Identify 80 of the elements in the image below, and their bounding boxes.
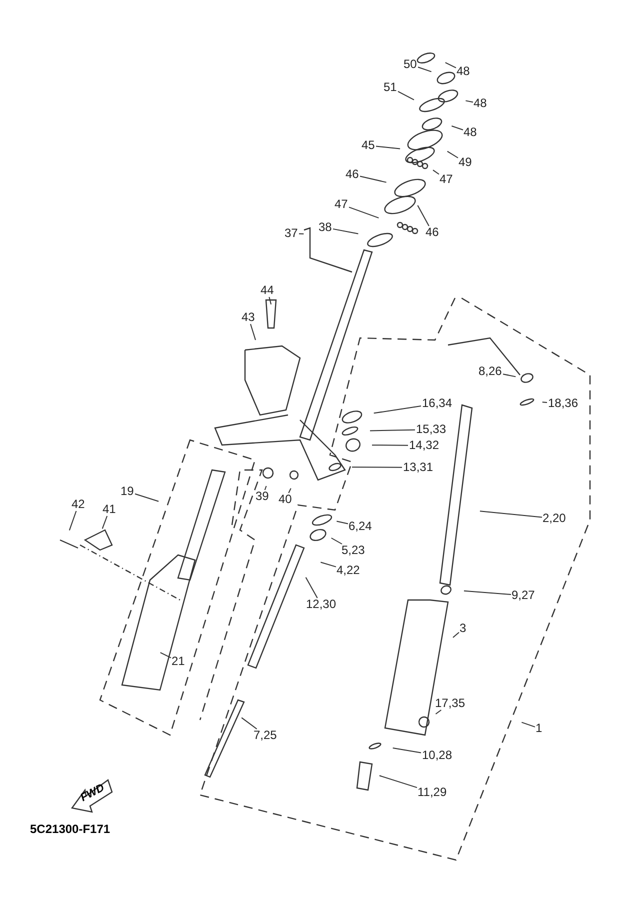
callout-number: 21 bbox=[170, 655, 186, 668]
callout-number: 48 bbox=[456, 65, 471, 78]
leader-line bbox=[432, 170, 440, 175]
leader-line bbox=[452, 632, 460, 638]
leader-line bbox=[68, 510, 77, 531]
callout-number: 40 bbox=[278, 493, 293, 506]
callout-number: 4,22 bbox=[336, 564, 361, 577]
callout-number: 17,35 bbox=[434, 697, 466, 710]
leader-line bbox=[502, 374, 516, 378]
callout-number: 1 bbox=[534, 722, 544, 735]
callout-number: 44 bbox=[260, 284, 275, 297]
callout-number: 8,26 bbox=[478, 365, 503, 378]
leader-line bbox=[463, 590, 512, 596]
callout-number: 2,20 bbox=[542, 512, 567, 525]
leader-line bbox=[392, 748, 422, 754]
callout-number: 14,32 bbox=[408, 439, 440, 452]
leader-line bbox=[250, 324, 256, 340]
leader-line bbox=[446, 150, 458, 158]
leader-line bbox=[378, 775, 418, 788]
callout-number: 16,34 bbox=[421, 397, 454, 410]
leader-line bbox=[298, 233, 304, 234]
leader-line bbox=[521, 722, 536, 728]
callout-number: 10,28 bbox=[421, 749, 454, 762]
leader-line bbox=[376, 146, 401, 150]
leader-line bbox=[360, 176, 387, 183]
callout-number: 6,24 bbox=[348, 520, 373, 533]
callout-number: 13,31 bbox=[402, 461, 434, 474]
leader-line bbox=[264, 486, 267, 490]
leader-line bbox=[241, 717, 258, 730]
leader-line bbox=[332, 228, 359, 234]
leader-line bbox=[336, 520, 348, 524]
leader-line bbox=[479, 510, 542, 518]
leader-line bbox=[134, 493, 160, 502]
callout-number: 43 bbox=[240, 311, 256, 324]
callout-number: 7,25 bbox=[252, 729, 278, 742]
callout-number: 39 bbox=[254, 490, 270, 503]
callout-number: 38 bbox=[318, 221, 333, 234]
callout-number: 47 bbox=[334, 198, 349, 211]
leader-line bbox=[444, 62, 456, 68]
leader-line bbox=[542, 402, 548, 403]
callout-number: 18,36 bbox=[547, 397, 580, 410]
callout-number: 46 bbox=[424, 226, 440, 239]
callout-number: 49 bbox=[458, 156, 473, 169]
leader-line bbox=[373, 405, 422, 414]
leader-line bbox=[268, 296, 272, 305]
callout-number: 42 bbox=[70, 498, 86, 511]
leader-line bbox=[435, 710, 442, 714]
leader-line bbox=[465, 100, 474, 103]
callout-number: 3 bbox=[458, 622, 468, 635]
callout-number: 12,30 bbox=[305, 598, 338, 611]
callout-number: 5,23 bbox=[340, 544, 366, 557]
callout-number: 19 bbox=[120, 485, 135, 498]
leader-line bbox=[320, 562, 336, 568]
callout-number: 37 bbox=[284, 227, 299, 240]
callout-number: 11,29 bbox=[416, 786, 448, 799]
leader-line bbox=[160, 652, 172, 658]
callout-number: 47 bbox=[438, 173, 454, 186]
leader-line bbox=[418, 66, 432, 72]
leader-line bbox=[348, 206, 380, 218]
leader-line bbox=[288, 488, 292, 494]
leader-line bbox=[370, 429, 416, 432]
leader-line bbox=[102, 516, 108, 530]
callout-number: 50 bbox=[402, 58, 418, 71]
callout-number: 46 bbox=[344, 168, 360, 181]
leader-line bbox=[372, 444, 408, 446]
callout-number: 9,27 bbox=[510, 589, 536, 602]
callout-number: 45 bbox=[360, 139, 376, 152]
leader-line bbox=[305, 576, 318, 598]
leader-line bbox=[398, 90, 414, 100]
leader-line bbox=[352, 466, 402, 468]
callout-number: 48 bbox=[462, 126, 478, 139]
callout-number: 48 bbox=[472, 97, 488, 110]
leader-line bbox=[451, 125, 464, 130]
leader-line bbox=[417, 204, 430, 226]
direction-text: FWD bbox=[78, 782, 106, 804]
callout-number: 51 bbox=[382, 81, 398, 94]
drawing-code: 5C21300-F171 bbox=[30, 822, 110, 836]
leader-line bbox=[330, 538, 342, 544]
callout-number: 15,33 bbox=[415, 423, 448, 436]
callout-number: 41 bbox=[102, 503, 117, 516]
